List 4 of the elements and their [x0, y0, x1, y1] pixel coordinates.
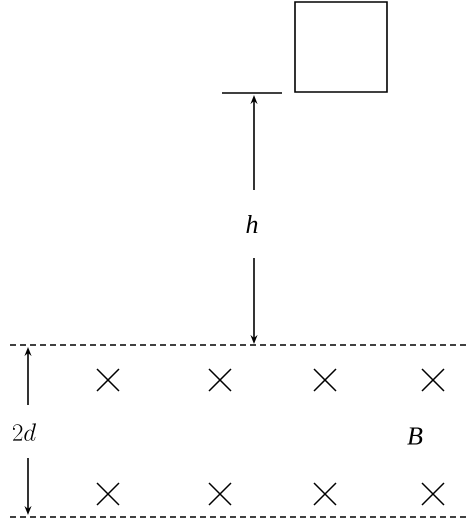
- dimension-label: $2d$: [12, 423, 36, 441]
- dimension-label: h: [246, 215, 258, 234]
- field-label: B: [407, 427, 422, 445]
- square-loop: [294, 1, 388, 93]
